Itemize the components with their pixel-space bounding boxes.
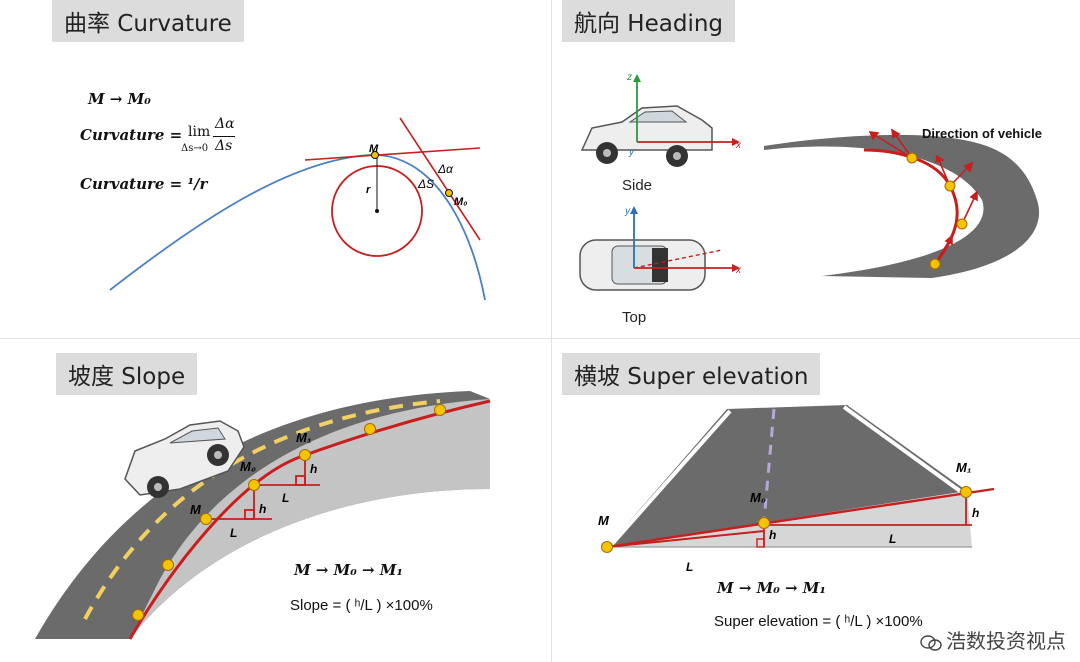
super-label-h1: h	[769, 528, 776, 542]
side-axis-x-label: x	[735, 140, 742, 151]
super-formula-transition: M → M₀ → M₁	[717, 579, 826, 597]
car-side-view	[580, 105, 713, 167]
super-label-m1: M₁	[956, 460, 971, 475]
watermark-text: 浩数投资视点	[946, 629, 1066, 653]
slope-road-side	[130, 399, 490, 639]
super-label-m: M	[598, 513, 610, 528]
side-x-arrow	[732, 138, 740, 146]
label-r: r	[366, 184, 371, 196]
label-m0: M₀	[454, 196, 468, 208]
super-red-line-upper	[606, 487, 995, 549]
slope-label-m0: M₀	[240, 459, 256, 474]
curvature-formula-transition: M → M₀	[88, 90, 151, 108]
label-delta-s: ΔS	[417, 177, 434, 191]
heading-direction-arrows	[868, 128, 978, 265]
slope-dot-6	[364, 423, 376, 435]
super-right-angle	[756, 538, 765, 548]
heading-panel: 航向 Heading x z y Side x y Top	[552, 0, 1080, 338]
curvature-frac-den: Δs	[215, 138, 233, 154]
top-x-arrow	[732, 264, 740, 272]
curvature-frac-num: Δα	[215, 116, 235, 132]
top-axis-x-label: x	[735, 265, 742, 276]
super-edge-left	[610, 409, 732, 546]
label-top: Top	[622, 309, 646, 326]
slope-formula: Slope = ( ʰ/L ) ×100%	[290, 597, 433, 614]
heading-title: 航向 Heading	[562, 0, 736, 42]
heading-dot-3	[956, 218, 968, 230]
super-centerline	[762, 408, 776, 522]
car-top-view	[579, 239, 706, 291]
super-label-m0: M₀	[750, 490, 766, 505]
wechat-logo-icon	[920, 634, 942, 651]
side-z-arrow	[633, 74, 641, 82]
slope-title: 坡度 Slope	[56, 353, 198, 395]
curvature-diagram: M M₀ r ΔS Δα	[109, 117, 486, 301]
heading-dot-2	[944, 180, 956, 192]
super-dot-m1	[960, 486, 972, 498]
slope-label-h1: h	[259, 502, 266, 516]
curvature-title: 曲率 Curvature	[52, 0, 244, 42]
slope-label-l2: L	[282, 491, 289, 505]
super-dot-m0	[758, 517, 770, 529]
slope-car	[124, 420, 245, 498]
slope-diagram: M M₀ M₁ h h L L	[35, 391, 491, 640]
label-delta-alpha: Δα	[437, 162, 454, 176]
slope-label-m: M	[190, 502, 202, 517]
label-side: Side	[622, 177, 652, 194]
slope-dot-m0	[248, 479, 260, 491]
superelevation-title: 横坡 Super elevation	[562, 353, 821, 395]
super-dot-m	[601, 541, 613, 553]
superelevation-diagram: M M₀ M₁ h h L L	[598, 405, 995, 574]
side-axis-y-label: y	[628, 147, 635, 158]
heading-dot-4	[929, 258, 941, 270]
slope-dot-7	[434, 404, 446, 416]
horizontal-divider	[0, 338, 1080, 339]
slope-dot-m	[200, 513, 212, 525]
heading-dot-1	[906, 152, 918, 164]
super-formula: Super elevation = ( ʰ/L ) ×100%	[714, 613, 923, 630]
super-label-l2: L	[889, 532, 896, 546]
curvature-frac-bar	[213, 136, 235, 137]
tangent-at-m0	[399, 117, 481, 241]
heading-diagram: x z y Side x y Top	[579, 72, 1042, 326]
point-m	[371, 151, 379, 159]
slope-formula-transition: M → M₀ → M₁	[294, 561, 403, 579]
slope-label-m1: M₁	[296, 430, 311, 445]
super-edge-right	[842, 405, 962, 493]
super-label-h2: h	[972, 506, 979, 520]
label-m: M	[369, 143, 379, 155]
curvature-formula-reciprocal: Curvature = ¹/r	[80, 175, 208, 193]
circle-center	[375, 209, 379, 213]
super-road	[607, 405, 967, 547]
curvature-lim: lim	[188, 124, 211, 140]
tangent-at-m	[304, 147, 481, 161]
slope-dot-2	[162, 559, 174, 571]
super-label-l1: L	[686, 560, 693, 574]
side-axis-z-label: z	[626, 72, 632, 83]
super-red-line-lower	[606, 530, 765, 548]
curvature-lim-sub: Δs→0	[181, 143, 209, 154]
watermark: 浩数投资视点	[920, 625, 1066, 654]
slope-panel: 坡度 Slope M M₀ M₁ h	[0, 339, 551, 662]
point-m0	[445, 189, 453, 197]
top-axis-y-label: y	[624, 206, 631, 217]
top-y-arrow	[630, 206, 638, 214]
curvature-panel: 曲率 Curvature M → M₀ Curvature = lim Δs→0…	[0, 0, 551, 338]
slope-label-h2: h	[310, 462, 317, 476]
slope-dot-1	[132, 609, 144, 621]
superelevation-panel: 横坡 Super elevation M M₀ M₁ h h L L M → M…	[552, 339, 1080, 662]
curvature-formula-lhs: Curvature =	[80, 126, 183, 144]
top-heading-dashed	[633, 249, 723, 269]
slope-label-l1: L	[230, 526, 237, 540]
vertical-divider	[551, 0, 552, 662]
slope-dot-m1	[299, 449, 311, 461]
label-direction-of-vehicle: Direction of vehicle	[922, 126, 1042, 141]
